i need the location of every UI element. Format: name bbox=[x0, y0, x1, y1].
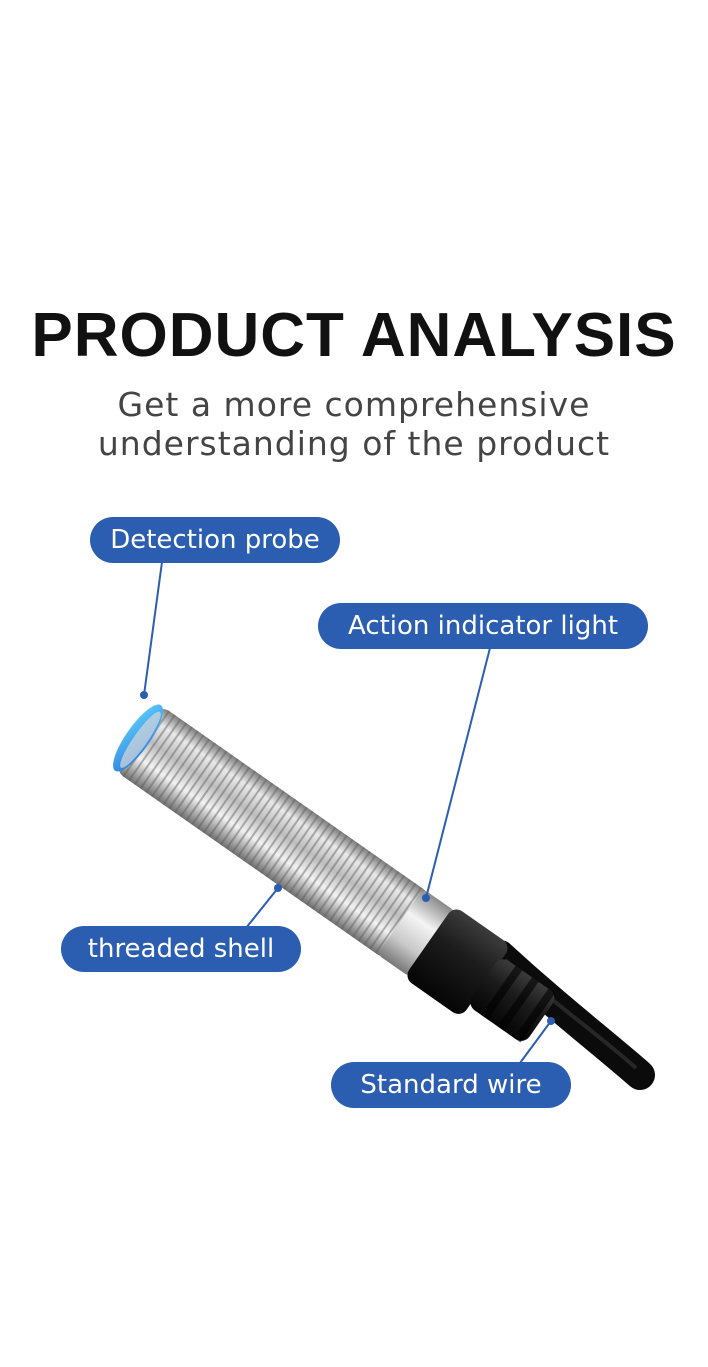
leader-shell bbox=[245, 887, 279, 929]
page-title: PRODUCT ANALYSIS bbox=[31, 301, 677, 370]
connector-nut bbox=[407, 909, 508, 1014]
leader-wire bbox=[519, 1020, 552, 1064]
callout-threaded-shell: threaded shell bbox=[61, 926, 301, 972]
callout-detection-probe: Detection probe bbox=[90, 517, 340, 563]
callout-standard-wire: Standard wire bbox=[331, 1062, 571, 1108]
subtitle-line-1: Get a more comprehensive bbox=[117, 385, 591, 424]
callout-action-indicator-light: Action indicator light bbox=[318, 603, 648, 649]
leader-light bbox=[425, 647, 491, 899]
subtitle-line-2: understanding of the product bbox=[97, 424, 611, 463]
leader-probe bbox=[143, 561, 163, 696]
indicator-ring bbox=[379, 891, 454, 975]
